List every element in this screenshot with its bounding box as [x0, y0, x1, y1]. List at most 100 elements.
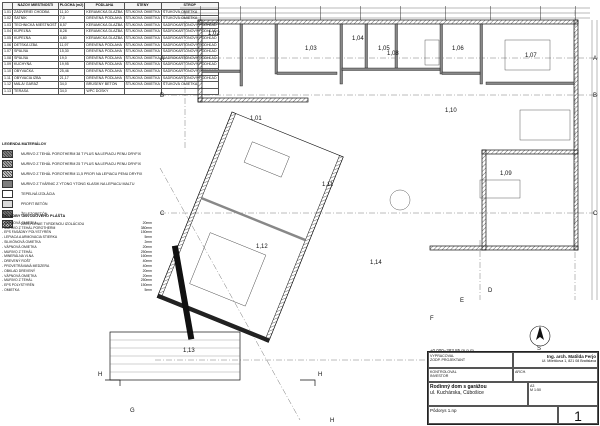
room-label: 1,03: [305, 46, 317, 52]
grid-axis-label: C: [160, 211, 165, 217]
room-label: 1,12: [256, 244, 268, 250]
north-label: S: [537, 346, 541, 352]
composition-layer: - LEPIACA A ARMOVACIA STIERKA: [2, 235, 58, 240]
grid-axis-label: C: [593, 211, 598, 217]
grid-axis-label: A: [160, 56, 164, 62]
legend-label: MURIVO Z TEHÁL POROTHERM 25 T PLUS NA LE…: [21, 162, 142, 166]
room-label: 1,06: [452, 46, 464, 52]
room-label: 1,08: [387, 51, 399, 57]
table-cell-num: 1.13: [2, 87, 13, 96]
legend-item: ŽELEZOBETÓN: [2, 209, 152, 219]
tb-project: Rodinný dom s garážou ul. Kuchárska, Cúb…: [428, 382, 528, 406]
legend-item: PROFIT BETÓN: [2, 199, 152, 209]
tb-drawing: Pôdorys 1.np: [428, 406, 558, 424]
legend-item: MURIVO Z TEHÁL POROTHERM 38 T PLUS NA LE…: [2, 149, 152, 159]
dimension-ticks: [200, 6, 576, 20]
tb-architect-address: Ul. Miletičova 1, 821 08 Bratislava: [541, 359, 596, 363]
tb-role: ZODP. PROJEKTANT: [430, 358, 466, 362]
tb-drawing-name: Pôdorys 1.np: [430, 408, 457, 413]
tb-role: VYPRACOVAL: [430, 354, 455, 358]
tb-role: KONTROLOVAL: [430, 370, 457, 374]
rotated-partition: [201, 196, 306, 242]
room-label: 1,14: [370, 260, 382, 266]
composition-thickness: 20mm: [142, 244, 152, 249]
north-arrow: S: [529, 325, 551, 352]
room-label: 1,05: [378, 46, 390, 52]
grid-axis-label: B: [160, 93, 164, 99]
composition-thickness: 250mm: [140, 278, 152, 283]
legend-label: PROFIT BETÓN: [21, 202, 48, 206]
table-cell-name: TERASA: [12, 87, 59, 96]
legend-swatch: [2, 180, 13, 188]
tb-drawing-number-value: 1: [574, 408, 582, 424]
composition-layer: - OMIETKA: [2, 287, 20, 292]
legend-label: TEPELNÁ IZOLÁCIA: [21, 192, 55, 196]
room-label: 1,11: [322, 182, 334, 188]
tb-stage-value: ARCH.: [515, 370, 527, 374]
grid-axis-label: G: [130, 408, 135, 414]
legend-swatch: [2, 160, 13, 168]
tb-format: A3 M 1:50: [528, 382, 598, 406]
furniture: [389, 39, 571, 211]
room-label: 1,02: [208, 31, 220, 37]
tb-stage: ARCH.: [513, 368, 598, 382]
composition-layer: - VÁPNOVÁ OMIETKA: [2, 244, 37, 249]
tb-roles2: KONTROLOVAL INVESTOR: [428, 368, 513, 382]
composition-layer: - SILIKÓNOVÁ OMIETKA: [2, 239, 41, 244]
bed: [504, 39, 551, 71]
grid-axis-label: B: [593, 93, 597, 99]
composition-thickness: 2mm: [144, 239, 152, 244]
legend-items: MURIVO Z TEHÁL POROTHERM 38 T PLUS NA LE…: [2, 149, 152, 229]
legend-item: MURIVO Z TVÁRNIC Z YTONG YTONG KLASIK NA…: [2, 179, 152, 189]
legend-item: MURIVO Z TEHÁL POROTHERM 11,5 PROFI NA L…: [2, 169, 152, 179]
kitchen-island: [479, 179, 521, 199]
grid-axis-label: E: [460, 298, 464, 304]
garage-car-space: [189, 232, 267, 307]
compositions-title: SKLADBY OBVODOVÉHO PLÁŠŤA: [2, 214, 66, 218]
legend-swatch: [2, 200, 13, 208]
legend-label: ŽELEZOBETÓN: [21, 212, 48, 216]
composition-thickness: 20mm: [142, 273, 152, 278]
composition-thickness: 20mm: [142, 220, 152, 225]
composition-thickness: 160mm: [140, 254, 152, 259]
title-block: VYPRACOVAL ZODP. PROJEKTANT Ing. arch. M…: [427, 351, 599, 425]
round-table: [389, 189, 411, 211]
table-cell-walls: [123, 87, 162, 96]
tb-project-name: Rodinný dom s garážou: [430, 384, 487, 390]
section-label-h2: H: [98, 372, 102, 378]
legend-swatch: [2, 210, 13, 218]
garage-wall: [171, 245, 195, 340]
grid-axis-label: D: [488, 288, 493, 294]
legend-label: MURIVO Z TEHÁL POROTHERM 11,5 PROFI NA L…: [21, 172, 143, 176]
terrace-boards: [110, 339, 240, 373]
composition-thickness: 150mm: [140, 230, 152, 235]
composition-layer: - VÁPNOVÁ OMIETKA: [2, 273, 37, 278]
room-schedule-table: NÁZOV MIESTNOSTI PLOCHA (m2) PODLAHA STE…: [2, 2, 219, 96]
legend-swatch: [2, 150, 13, 158]
composition-thickness: 20mm: [142, 268, 152, 273]
room-label: 1,07: [525, 53, 537, 59]
legend-label: MURIVO Z TVÁRNIC Z YTONG YTONG KLASIK NA…: [21, 182, 135, 186]
table-cell-ceiling: [160, 87, 219, 96]
tb-role: INVESTOR: [430, 374, 449, 378]
grid-axis-label: F: [430, 316, 434, 322]
composition-row: - SILIKÓNOVÁ OMIETKA 2mm: [2, 240, 152, 245]
legend-item: MURIVO Z TEHÁL POROTHERM 25 T PLUS NA LE…: [2, 159, 152, 169]
rotated-wall-bottom: [157, 293, 270, 343]
tb-roles: VYPRACOVAL ZODP. PROJEKTANT: [428, 352, 513, 368]
legend-swatch: [2, 190, 13, 198]
composition-thickness: 150mm: [140, 283, 152, 288]
interior-walls: [201, 23, 575, 87]
composition-thickness: 380mm: [140, 225, 152, 230]
